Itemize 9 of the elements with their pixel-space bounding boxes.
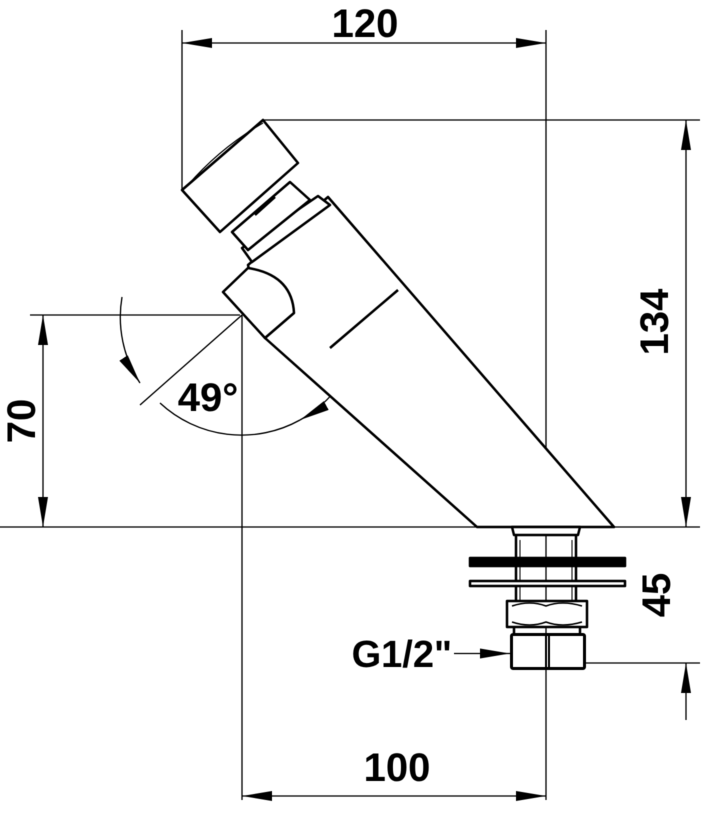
- dimension-label: 120: [332, 4, 398, 44]
- leader-arrow: [454, 648, 510, 658]
- dimension-label: 134: [635, 288, 675, 356]
- dimension-label: 45: [637, 572, 677, 618]
- connector-nut: [510, 633, 586, 670]
- thread-size-label: G1/2": [352, 636, 452, 674]
- angle-label: 49°: [178, 378, 238, 418]
- dimension-label: 70: [2, 398, 42, 444]
- dimension-label: 100: [364, 748, 430, 788]
